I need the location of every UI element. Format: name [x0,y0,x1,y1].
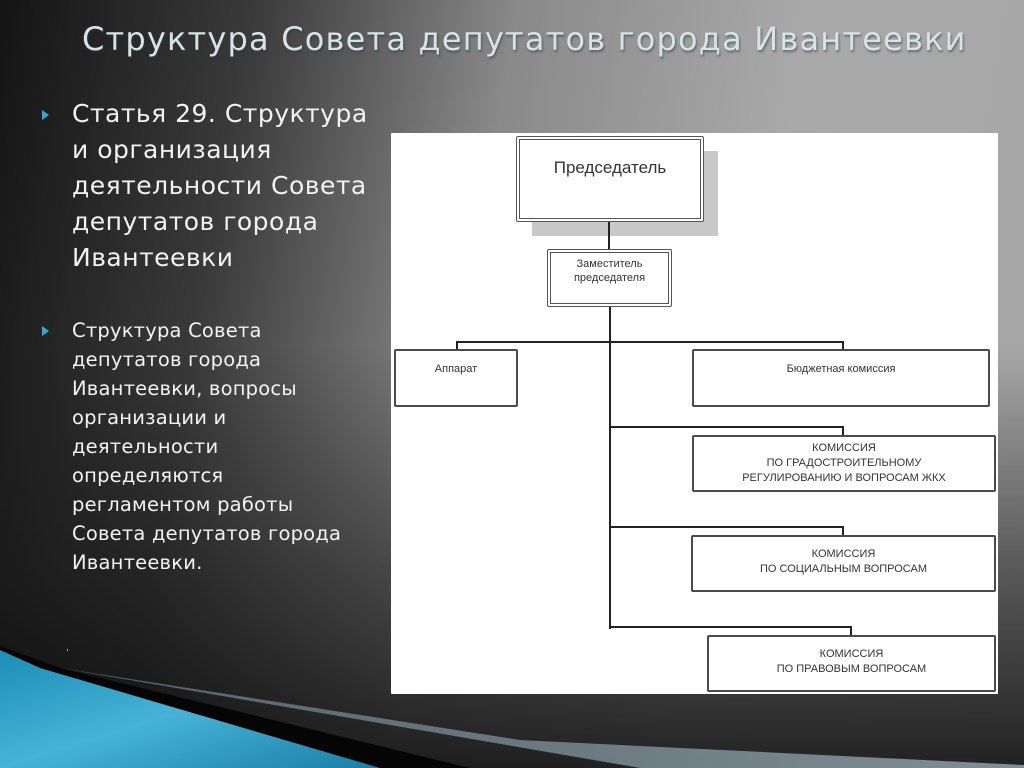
connector-branch-top [456,341,843,343]
deputy-box: Заместитель председателя [547,249,672,307]
connector-to-urban [842,426,844,435]
deputy-label-line1: Заместитель [576,258,643,270]
legal-label-line1: КОМИССИЯ [819,648,884,660]
bullet-triangle-icon [42,110,49,120]
apparatus-label: Аппарат [434,363,478,375]
connector-branch-social [610,526,844,528]
urban-label-line3: РЕГУЛИРОВАНИЮ И ВОПРОСАМ ЖКХ [742,472,946,484]
connector-to-legal [850,626,852,635]
connector-to-social [842,526,844,535]
deputy-label-line2: председателя [573,272,646,284]
bullet-text: Структура Совета депутатов города Иванте… [72,319,342,574]
social-commission-box: КОМИССИЯ ПО СОЦИАЛЬНЫМ ВОПРОСАМ [691,535,996,592]
legal-commission-box: КОМИССИЯ ПО ПРАВОВЫМ ВОПРОСАМ [707,635,996,692]
bullet-text: Статья 29. Структура и организация деяте… [72,99,368,272]
connector-branch-urban [610,426,844,428]
bullet-article-29: Статья 29. Структура и организация деяте… [42,96,392,276]
urban-planning-commission-box: КОМИССИЯ ПО ГРАДОСТРОИТЕЛЬНОМУ РЕГУЛИРОВ… [692,435,996,492]
connector-trunk [609,307,611,629]
budget-commission-box: Бюджетная комиссия [692,349,990,407]
social-label-line2: ПО СОЦИАЛЬНЫМ ВОПРОСАМ [759,563,928,575]
chairman-label: Председатель [553,158,667,177]
org-chart-panel: Председатель Заместитель председателя Ап… [391,133,998,694]
budget-commission-label: Бюджетная комиссия [786,363,896,375]
chairman-box: Председатель [516,136,704,222]
stray-dot [67,649,68,651]
urban-label-line1: КОМИССИЯ [812,442,876,454]
bullet-structure-description: Структура Совета депутатов города Иванте… [42,316,392,577]
social-label-line1: КОМИССИЯ [811,548,876,560]
connector-chairman-deputy [608,222,610,249]
slide-title: Структура Совета депутатов города Иванте… [82,20,967,58]
apparatus-box: Аппарат [394,349,518,407]
connector-branch-legal [610,626,852,628]
connector-to-apparatus [456,341,458,349]
bullet-triangle-icon [42,326,49,336]
legal-label-line2: ПО ПРАВОВЫМ ВОПРОСАМ [776,663,927,675]
urban-label-line2: ПО ГРАДОСТРОИТЕЛЬНОМУ [766,457,922,469]
connector-to-budget [842,341,844,349]
